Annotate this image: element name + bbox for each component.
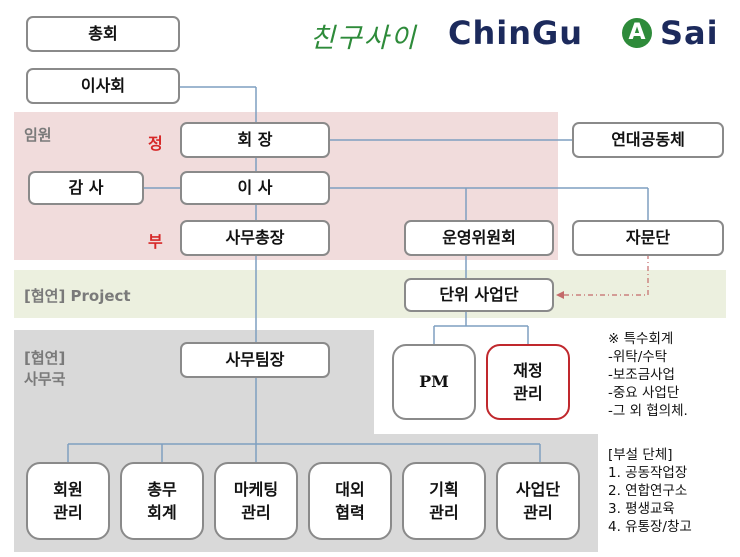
affiliates-note: [부설 단체] 1. 공동작업장 2. 연합연구소 3. 평생교육 4. 유통장… xyxy=(608,446,692,536)
secretary-general-box: 사무총장 xyxy=(180,220,330,256)
department-box-marketing: 마케팅 관리 xyxy=(214,462,298,540)
auditor-box: 감 사 xyxy=(28,171,144,205)
affiliates-item: 3. 평생교육 xyxy=(608,501,675,517)
affiliates-title: [부설 단체] xyxy=(608,447,673,463)
affiliates-item: 4. 유통장/창고 xyxy=(608,519,692,535)
project-band xyxy=(14,270,726,318)
finance-box: 재정 관리 xyxy=(486,344,570,420)
solidarity-box: 연대공동체 xyxy=(572,122,724,158)
officers-label: 임원 xyxy=(24,126,52,144)
department-box-business: 사업단 관리 xyxy=(496,462,580,540)
special-accounts-item: -위탁/수탁 xyxy=(608,349,668,365)
president-box: 회 장 xyxy=(180,122,330,158)
special-accounts-title: ※ 특수회계 xyxy=(608,331,674,347)
pm-box: PM xyxy=(392,344,476,420)
department-box-general-affairs: 총무 회계 xyxy=(120,462,204,540)
logo-emblem-icon: A xyxy=(622,18,652,48)
chingusai-logo: 친구사이 ChinGu A Sai xyxy=(308,10,728,60)
general-assembly-box: 총회 xyxy=(26,16,180,52)
special-accounts-item: -보조금사업 xyxy=(608,367,675,383)
primary-mark: 정 xyxy=(148,134,163,153)
logo-english-left: ChinGu xyxy=(448,14,584,52)
special-accounts-note: ※ 특수회계 -위탁/수탁 -보조금사업 -중요 사업단 -그 외 협의체. xyxy=(608,330,688,420)
special-accounts-item: -그 외 협의체. xyxy=(608,403,688,419)
steering-committee-box: 운영위원회 xyxy=(404,220,554,256)
project-unit-box: 단위 사업단 xyxy=(404,278,554,312)
logo-english-right: Sai xyxy=(660,14,719,52)
secretariat-label-bottom: 사무국 xyxy=(24,370,66,388)
affiliates-item: 2. 연합연구소 xyxy=(608,483,688,499)
special-accounts-item: -중요 사업단 xyxy=(608,385,680,401)
logo-korean-text: 친구사이 xyxy=(310,23,418,54)
secretariat-label-top: [협연] xyxy=(24,349,66,367)
advisory-box: 자문단 xyxy=(572,220,724,256)
department-box-planning: 기획 관리 xyxy=(402,462,486,540)
deputy-mark: 부 xyxy=(148,232,163,251)
affiliates-item: 1. 공동작업장 xyxy=(608,465,688,481)
director-box: 이 사 xyxy=(180,171,330,205)
department-box-member: 회원 관리 xyxy=(26,462,110,540)
department-box-external: 대외 협력 xyxy=(308,462,392,540)
team-leader-box: 사무팀장 xyxy=(180,342,330,378)
project-label: [협연] Project xyxy=(24,287,131,305)
board-box: 이사회 xyxy=(26,68,180,104)
